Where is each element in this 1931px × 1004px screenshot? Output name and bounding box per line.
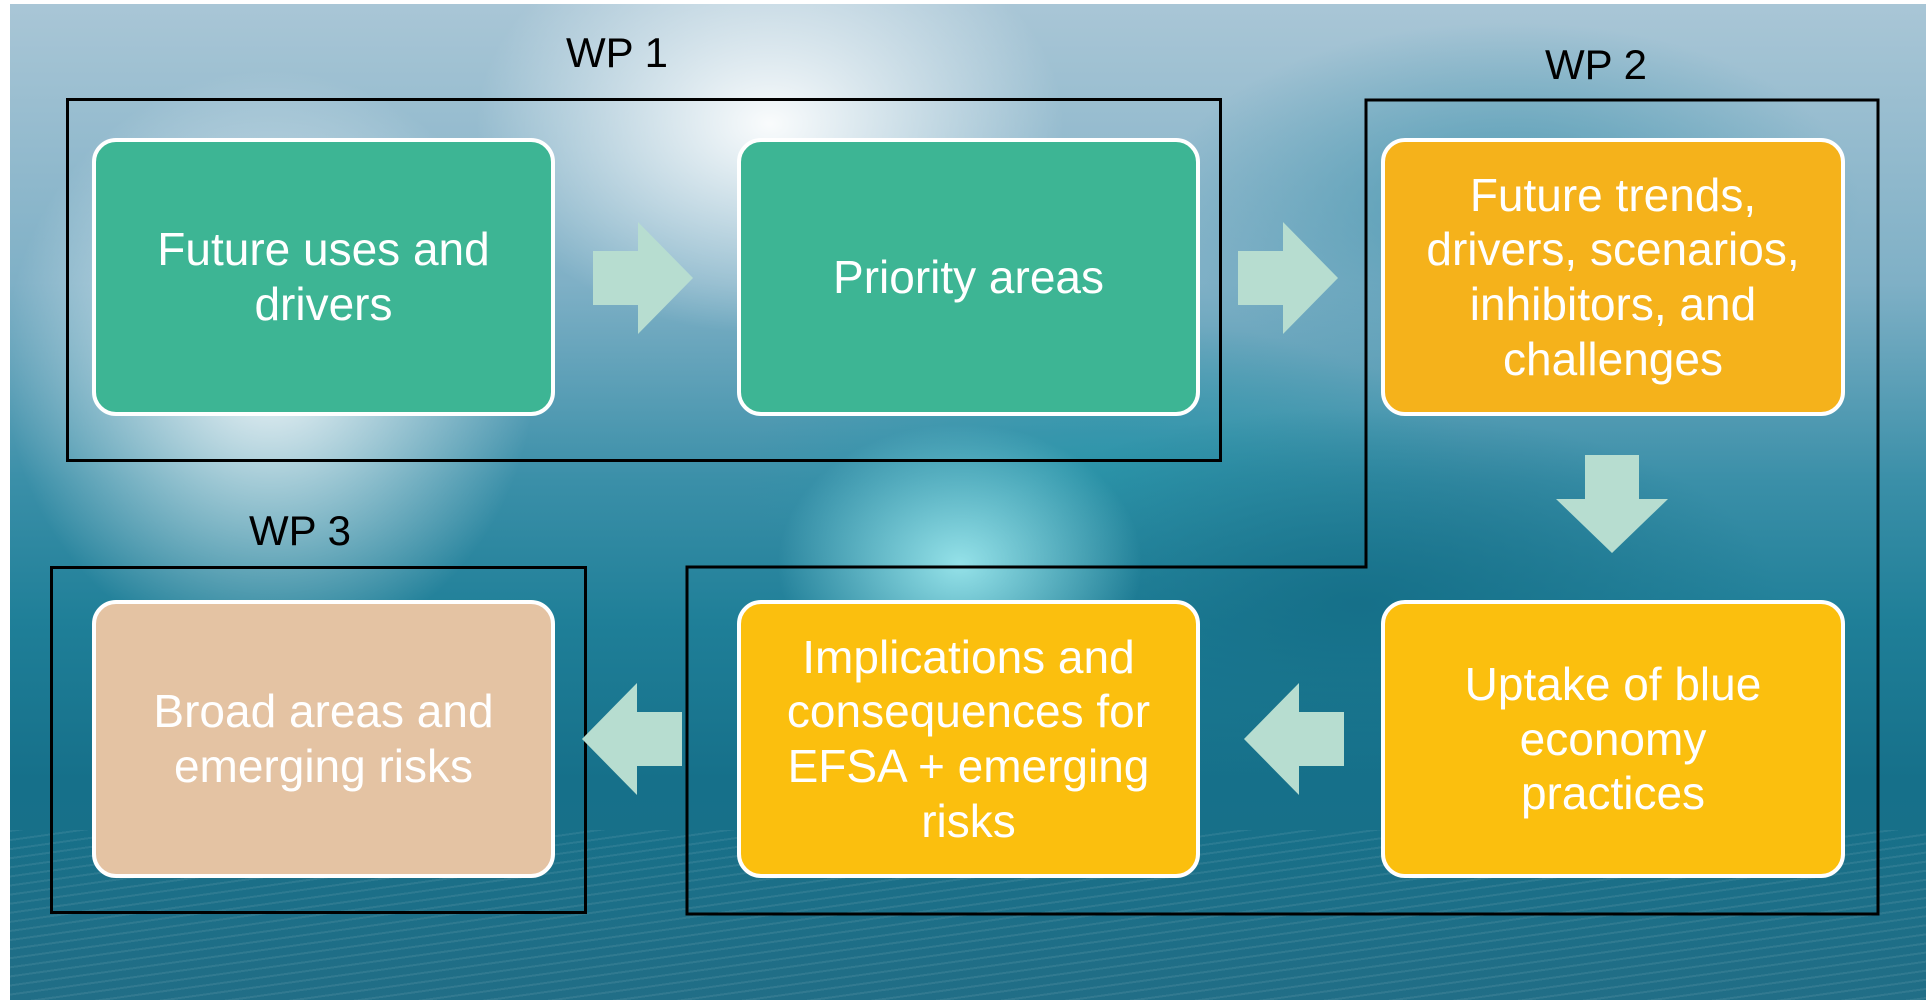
box-implications-consequences: Implications and consequences for EFSA +… [737, 600, 1200, 878]
box-broad-areas-emerging-risks: Broad areas and emerging risks [92, 600, 555, 878]
wp1-frame [66, 98, 1222, 462]
box-priority-areas: Priority areas [737, 138, 1200, 416]
wp3-label: WP 3 [249, 507, 351, 554]
wp1-label: WP 1 [566, 29, 668, 76]
box-future-uses-and-drivers: Future uses and drivers [92, 138, 555, 416]
arrow-left-2 [582, 683, 682, 795]
arrow-right-2 [1238, 222, 1338, 334]
box-uptake-blue-economy: Uptake of blue economy practices [1381, 600, 1845, 878]
box-future-trends: Future trends, drivers, scenarios, inhib… [1381, 138, 1845, 416]
arrow-left-1 [1244, 683, 1344, 795]
arrow-right-1 [593, 222, 693, 334]
arrow-down [1556, 455, 1668, 553]
wp2-label: WP 2 [1545, 41, 1647, 88]
